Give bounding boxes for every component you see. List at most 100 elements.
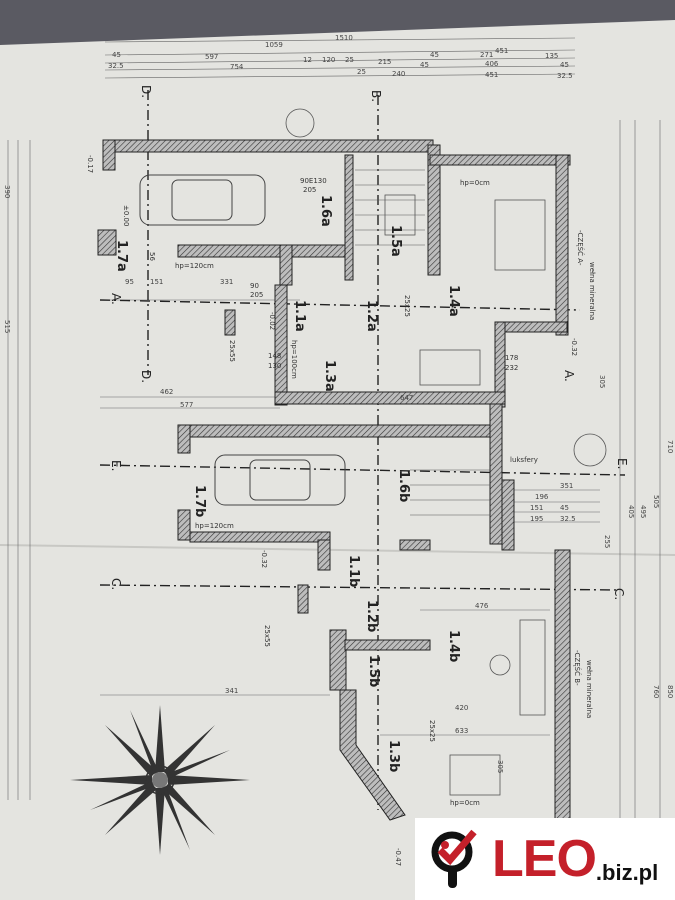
paper-sheet [0,20,675,900]
height-note: hp=100cm [290,340,298,379]
dimension-label: 25 [357,68,366,76]
insulation-label: wełna mineralna [588,262,596,320]
dimension-label: 45 [420,61,429,69]
height-note: hp=0cm [450,799,480,807]
level-mark: -0.47 [394,848,402,866]
door-mark: 178 [505,354,518,362]
logo-name: LEO [492,830,597,888]
dimension-label: 151 [150,278,163,286]
car-garage-a [139,174,266,226]
dimension-label: 505 [652,495,660,508]
room-label: 1.3a [322,360,337,392]
height-note: hp=120cm [195,522,234,530]
level-mark: -0.32 [260,550,268,568]
height-note: hp=0cm [460,179,490,187]
side-dimensions: 390 515 710 850 760 505 405 [3,185,674,698]
part-b-label: -CZĘŚĆ B- [573,650,582,686]
dimension-label: 462 [160,388,173,396]
dimension-label: 95 [125,278,134,286]
plan-notes: -CZĘŚĆ A- -CZĘŚĆ B- wełna mineralna wełn… [86,155,596,866]
room-label: 1.5a [388,225,403,257]
top-dimensions: 1510 1059 451 45 597 12 120 25 215 45 27… [108,34,573,80]
room-label: 1.6b [396,470,411,502]
dimension-label: 305 [496,760,504,773]
dimension-label: 754 [230,63,244,71]
door-mark: 130 [268,362,281,370]
dimension-label: 45 [112,51,121,59]
dimension-label: 577 [180,401,193,409]
dimension-label: 515 [3,320,11,333]
magnifier-check-icon [431,829,477,888]
dimension-label: 390 [3,185,11,198]
dimension-label: 32.5 [108,62,124,70]
dimension-label: 351 [560,482,573,490]
furniture [285,108,607,796]
dimension-label: 271 [480,51,493,59]
section-marker: A. [562,370,576,382]
car-garage-b [214,454,346,506]
stairs [355,169,490,516]
dimension-label: 255 [603,535,611,548]
walls [97,139,571,821]
dimension-label: 495 [639,505,647,518]
level-mark: -0.17 [86,155,94,173]
dimension-label: 647 [400,394,413,402]
dimension-label: 45 [560,504,569,512]
chimney-size: 25x25 [403,295,411,317]
dimension-label: 710 [666,440,674,453]
dimension-label: 633 [455,727,468,735]
dimension-label: 195 [530,515,543,523]
logo-domain: .biz.pl [595,860,659,885]
part-a-label: -CZĘŚĆ A- [576,230,585,266]
dimension-label: 196 [535,493,549,501]
chimney-size: 25x25 [428,720,436,742]
door-mark: 232 [505,364,518,372]
dimension-label: 850 [666,685,674,698]
dimension-label: 135 [545,52,558,60]
level-mark: -0.02 [268,312,276,330]
dimension-label: 341 [225,687,238,695]
insulation-label: wełna mineralna [585,660,593,718]
section-marker: C. [612,588,626,600]
dimension-label: 215 [378,58,391,66]
door-mark: 90E130 [300,177,327,185]
room-label: 1.2a [364,300,379,332]
dimension-label: 1510 [335,34,353,42]
door-mark: 148 [268,352,281,360]
leo-logo[interactable]: LEO .biz.pl [415,818,675,900]
dimension-lines [7,37,661,820]
dimension-label: 32.5 [557,72,573,80]
dimension-label: 406 [485,60,499,68]
dimension-label: 476 [475,602,489,610]
dimension-label: 331 [220,278,233,286]
section-marker: E. [109,460,123,471]
dimension-label: 451 [495,47,508,55]
room-label: 1.7b [192,485,207,517]
door-mark: 205 [303,186,316,194]
room-label: 1.5b [366,655,381,687]
dimension-label: 305 [598,375,606,388]
door-mark: 205 [250,291,263,299]
dimension-label: 32.5 [560,515,576,523]
room-label: 1.7a [114,240,129,272]
room-labels: 1.7a 1.6a 1.5a 1.4a 1.3a 1.2a 1.1a 1.7b … [114,195,461,772]
dimension-label: 405 [627,505,635,518]
chimney-size: 25x55 [228,340,236,362]
room-label: 1.1b [346,555,361,587]
section-marker: E. [615,458,629,469]
dimension-label: 45 [430,51,439,59]
section-marker: D. [139,85,153,98]
chimney-size: 25x55 [263,625,271,647]
section-lines [99,90,626,810]
dimension-label: 597 [205,53,218,61]
dimension-label: 120 [322,56,335,64]
section-marker: B. [369,90,383,102]
compass-rose-icon [70,705,250,855]
level-mark: ±0.00 [122,205,130,226]
dimension-label: 151 [530,504,543,512]
interior-dimensions: 95 151 331 462 577 341 633 647 351 196 1… [125,278,647,773]
section-marker: C. [109,578,123,590]
dimension-label: 45 [560,61,569,69]
dimension-label: 240 [392,70,405,78]
